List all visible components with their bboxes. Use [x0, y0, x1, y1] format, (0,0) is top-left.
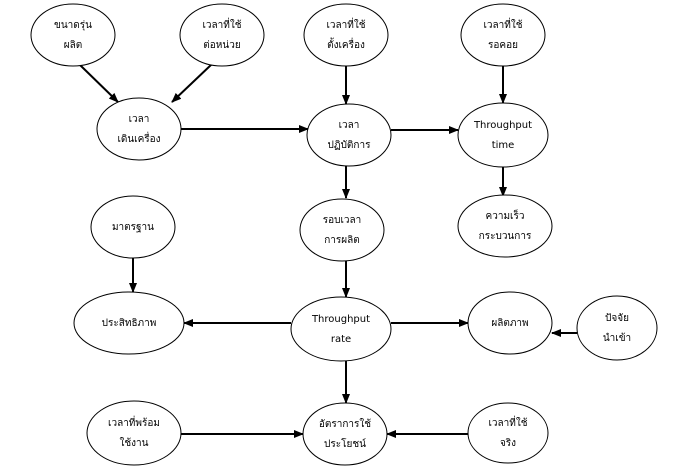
node-run-time-label-1: เวลา [129, 114, 150, 125]
node-productivity-shape [467, 291, 553, 355]
node-throughput-time-shape [457, 102, 549, 168]
node-available-time-shape [86, 400, 182, 466]
node-available-time-label-2: ใช้งาน [119, 437, 148, 449]
node-setup-time-label-2: ตั้งเครื่อง [327, 37, 365, 51]
node-productivity-label-1: ผลิตภาพ [491, 318, 528, 329]
node-utilization: อัตราการใช้ประโยชน์ [302, 402, 388, 466]
node-standard-label-1: มาตรฐาน [112, 222, 154, 233]
node-wait-time-shape [460, 3, 546, 67]
node-unit-time-label-2: ต่อหน่วย [203, 40, 240, 51]
node-unit-time-shape [179, 3, 265, 67]
node-throughput-rate-label-2: rate [331, 334, 351, 345]
node-operation-time-label-1: เวลา [339, 120, 360, 131]
node-unit-time-label-1: เวลาที่ใช้ [202, 17, 241, 31]
node-setup-time-label-1: เวลาที่ใช้ [326, 17, 365, 31]
node-lot-size-shape [30, 3, 116, 67]
node-throughput-time-label-2: time [492, 140, 515, 151]
node-setup-time: เวลาที่ใช้ตั้งเครื่อง [303, 3, 389, 67]
node-utilization-label-2: ประโยชน์ [324, 437, 366, 450]
edge-lot-size-to-run-time [79, 64, 119, 103]
node-utilization-shape [302, 402, 388, 466]
node-process-speed-label-2: กระบวนการ [479, 231, 532, 242]
node-wait-time-label-2: รอคอย [488, 40, 518, 51]
node-lot-size: ขนาดรุ่นผลิต [30, 3, 116, 67]
node-process-speed-label-1: ความเร็ว [486, 208, 525, 222]
node-input-factor: ปัจจัยนำเข้า [576, 295, 658, 361]
node-throughput-rate: Throughput rate [290, 296, 392, 362]
node-actual-time-label-1: เวลาที่ใช้ [488, 415, 527, 429]
node-process-speed-shape [457, 194, 553, 258]
node-input-factor-label-2: นำเข้า [603, 332, 631, 344]
node-throughput-rate-shape [290, 296, 392, 362]
node-efficiency-shape [73, 291, 185, 355]
node-throughput-time-label-1: Throughput [473, 120, 532, 131]
node-standard: มาตรฐาน [90, 195, 176, 259]
node-available-time-label-1: เวลาที่พร้อม [108, 415, 160, 429]
node-productivity: ผลิตภาพ [467, 291, 553, 355]
node-efficiency: ประสิทธิภาพ [73, 291, 185, 355]
node-input-factor-shape [576, 295, 658, 361]
node-lot-size-label-2: ผลิต [64, 40, 82, 51]
node-production-cycle-label-2: การผลิต [324, 235, 360, 246]
node-utilization-label-1: อัตราการใช้ [319, 418, 371, 430]
node-operation-time-label-2: ปฏิบัติการ [328, 140, 372, 151]
node-setup-time-shape [303, 3, 389, 67]
edge-unit-time-to-run-time [171, 63, 213, 103]
node-efficiency-label-1: ประสิทธิภาพ [102, 318, 157, 329]
node-actual-time-shape [467, 402, 549, 464]
node-actual-time: เวลาที่ใช้จริง [467, 402, 549, 464]
node-wait-time: เวลาที่ใช้รอคอย [460, 3, 546, 67]
node-production-cycle-shape [299, 198, 385, 262]
node-production-cycle-label-1: รอบเวลา [323, 215, 362, 226]
node-wait-time-label-1: เวลาที่ใช้ [483, 17, 522, 31]
node-lot-size-label-1: ขนาดรุ่น [54, 20, 92, 31]
node-run-time-shape [96, 97, 182, 161]
node-operation-time-shape [306, 103, 392, 167]
node-throughput-time: Throughput time [457, 102, 549, 168]
node-throughput-rate-label-1: Throughput [311, 314, 370, 325]
node-run-time-label-2: เดินเครื่อง [117, 131, 160, 145]
node-input-factor-label-1: ปัจจัย [605, 313, 629, 324]
node-actual-time-label-2: จริง [500, 438, 516, 449]
node-unit-time: เวลาที่ใช้ต่อหน่วย [179, 3, 265, 67]
node-standard-shape [90, 195, 176, 259]
